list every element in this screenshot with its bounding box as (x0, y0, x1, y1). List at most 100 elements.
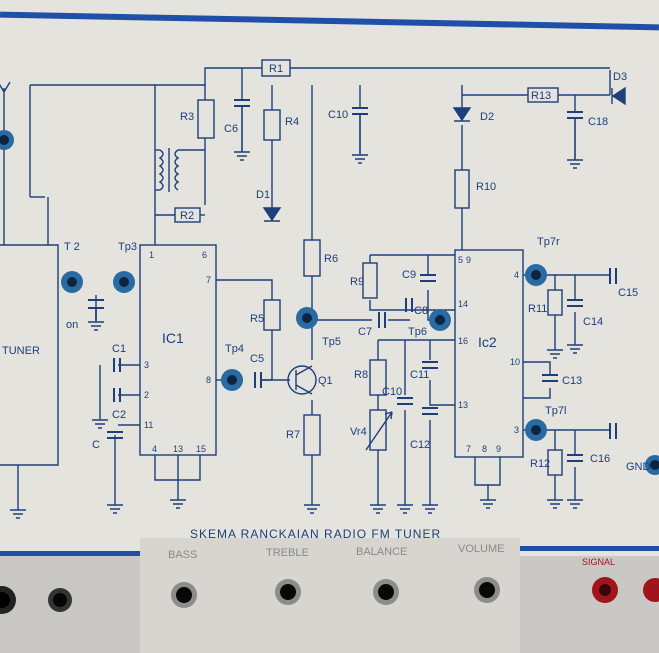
volume-knob-hole[interactable] (474, 577, 500, 603)
ground-c6 (234, 106, 250, 161)
label-tp7r: Tp7r (537, 236, 560, 248)
label-r2: R2 (180, 210, 194, 222)
schematic-title: SKEMA RANCKAIAN RADIO FM TUNER (190, 527, 441, 541)
pin-ic1-2: 2 (144, 390, 149, 400)
label-tp7l: Tp7l (545, 405, 566, 417)
bottom-blue-stripe-right (520, 546, 659, 551)
ground-c3 (107, 504, 123, 514)
label-c12: C12 (410, 439, 430, 451)
r9-body (362, 262, 378, 299)
label-gnd: GND (626, 461, 651, 473)
pin-ic1-11: 11 (144, 420, 153, 430)
pin-ic2-10: 10 (510, 357, 520, 367)
bass-label: BASS (168, 549, 197, 561)
r8-body (369, 359, 387, 396)
pin-ic1-15: 15 (196, 444, 206, 454)
resistors (174, 59, 563, 476)
socket-left-edge[interactable] (0, 586, 16, 614)
label-ic1: IC1 (162, 330, 184, 346)
label-c14: C14 (583, 316, 603, 328)
ground-r11 (547, 349, 563, 359)
label-r5: R5 (250, 313, 264, 325)
pin-ic1-7: 7 (206, 275, 211, 285)
ground-ic2 (480, 499, 496, 509)
pin-ic2-13: 13 (458, 400, 468, 410)
label-d2: D2 (480, 111, 494, 123)
label-r12: R12 (530, 458, 550, 470)
label-r7: R7 (286, 429, 300, 441)
d1-symbol (262, 207, 282, 222)
ground-q1 (304, 504, 320, 514)
ground-c10 (352, 114, 368, 164)
label-c3: C (92, 439, 100, 451)
pin-ic2-16: 16 (458, 336, 468, 346)
ground-vr4 (370, 504, 386, 514)
test-point-jacks (0, 130, 659, 475)
pin-ic2-9b: 9 (496, 444, 501, 454)
bottom-control-panel (140, 538, 520, 653)
balance-knob-hole[interactable] (373, 579, 399, 605)
jack-antenna[interactable] (0, 130, 14, 150)
signal-socket-red[interactable] (592, 577, 618, 603)
label-r10: R10 (476, 181, 496, 193)
label-d3: D3 (613, 71, 627, 83)
label-r13: R13 (531, 90, 551, 102)
jack-gnd[interactable] (645, 455, 659, 475)
pin-ic1-1: 1 (149, 250, 154, 260)
signal-socket-edge[interactable] (643, 578, 659, 602)
jack-tp5[interactable] (296, 307, 318, 329)
jack-tp2[interactable] (61, 271, 83, 293)
label-c16: C16 (590, 453, 610, 465)
bottom-sockets (0, 577, 659, 614)
label-tp2: T 2 (64, 241, 80, 253)
jack-tp7l[interactable] (525, 419, 547, 441)
jack-tp6[interactable] (429, 309, 451, 331)
diodes (262, 86, 626, 222)
label-r6: R6 (324, 253, 338, 265)
jack-tp3[interactable] (113, 271, 135, 293)
component-labels: R1 R3 C6 R4 C10 D2 R13 D3 C18 R10 R2 D1 … (2, 63, 651, 567)
ground-r12 (547, 499, 563, 509)
label-on: on (66, 319, 78, 331)
r7-body (303, 414, 321, 456)
label-c11: C11 (410, 369, 429, 381)
ground-crystal (88, 308, 104, 331)
label-tp3: Tp3 (118, 241, 137, 253)
label-tuner: TUNER (2, 345, 40, 357)
ground-c16 (567, 499, 583, 509)
ground-symbols (10, 106, 583, 519)
bass-knob-hole[interactable] (171, 582, 197, 608)
label-c13: C13 (562, 375, 582, 387)
r4-body (263, 109, 281, 141)
pin-ic2-9: 9 (466, 255, 471, 265)
ground-c2 (92, 419, 108, 429)
pin-ic2-8: 8 (482, 444, 487, 454)
label-c7: C7 (358, 326, 372, 338)
q1-transistor (287, 365, 317, 395)
socket-left[interactable] (48, 588, 72, 612)
jack-tp4[interactable] (221, 369, 243, 391)
r5-body (263, 299, 281, 331)
ground-c10b (397, 504, 413, 514)
label-c18: C18 (588, 116, 608, 128)
label-r9: R9 (350, 276, 364, 288)
pin-ic2-3: 3 (514, 425, 519, 435)
ground-c14 (567, 344, 583, 354)
label-tp6: Tp6 (408, 326, 427, 338)
label-tp5: Tp5 (322, 336, 341, 348)
label-c8: C8 (414, 305, 428, 317)
treble-knob-hole[interactable] (275, 579, 301, 605)
jack-tp7r[interactable] (525, 264, 547, 286)
r12-body (547, 449, 563, 476)
label-ic2: Ic2 (478, 334, 497, 350)
pin-ic2-7: 7 (466, 444, 471, 454)
signal-label: SIGNAL (582, 557, 615, 567)
d2-symbol (452, 107, 472, 122)
label-r11: R11 (528, 303, 547, 315)
pin-ic2-4: 4 (514, 270, 519, 280)
label-c15: C15 (618, 287, 638, 299)
pin-ic1-13: 13 (173, 444, 183, 454)
volume-label: VOLUME (458, 543, 504, 555)
r1-body (261, 59, 291, 77)
